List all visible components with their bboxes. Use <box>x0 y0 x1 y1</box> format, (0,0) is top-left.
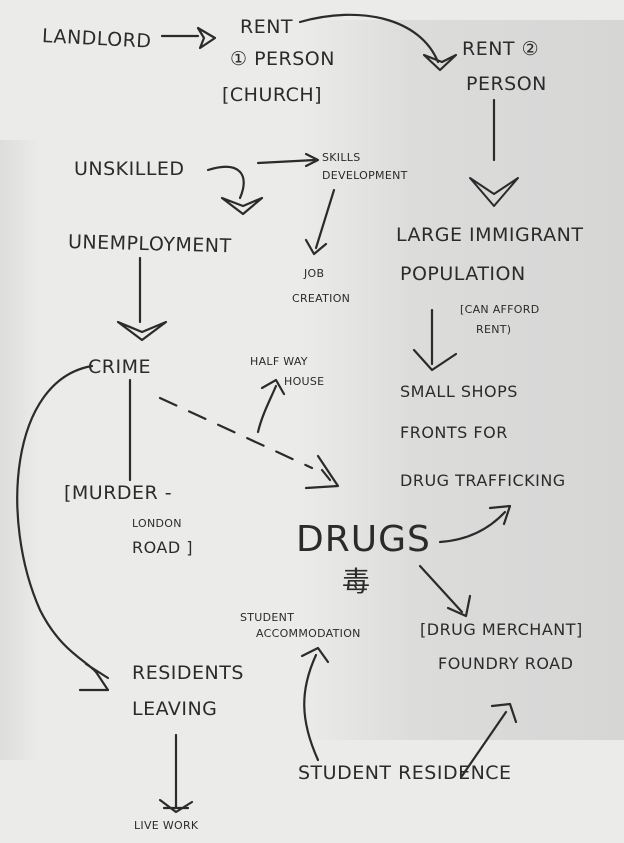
label-london: LONDON <box>132 517 182 530</box>
arrow-rent1-rent2 <box>298 13 440 64</box>
label-creation: CREATION <box>292 292 351 305</box>
arrowhead-unskilled-skills <box>304 152 320 168</box>
label-rent-2: RENT ② <box>462 38 540 60</box>
label-large-immigrant: LARGE IMMIGRANT <box>396 224 584 246</box>
arrow-unskilled-skills <box>256 158 317 165</box>
arrowhead-unskilled-unemployment <box>220 196 264 216</box>
arrowhead-crime-drugs <box>304 454 340 490</box>
label-person-1: ① PERSON <box>230 48 335 70</box>
arrowhead-residence-foundry <box>490 702 518 724</box>
arrowhead-drugs-merchant <box>446 594 472 618</box>
arrowhead-unemployment-crime <box>116 320 168 342</box>
label-road: ROAD ] <box>132 538 194 557</box>
label-drug-trafficking: DRUG TRAFFICKING <box>400 471 566 490</box>
arrow-drugs-merchant <box>418 564 464 614</box>
label-unemployment: UNEMPLOYMENT <box>67 231 232 258</box>
arrow-unskilled-unemployment <box>206 165 245 200</box>
label-murder: [MURDER - <box>64 482 173 504</box>
label-house: HOUSE <box>284 375 325 388</box>
label-rent-1: RENT <box>240 16 294 38</box>
label-person-2: PERSON <box>466 73 547 95</box>
label-fronts-for: FRONTS FOR <box>400 423 508 442</box>
label-can-afford: [CAN AFFORD <box>460 303 540 316</box>
label-population: POPULATION <box>400 263 526 285</box>
paper-shadow-left <box>0 140 40 760</box>
arrow-skills-job <box>314 188 336 250</box>
label-residents: RESIDENTS <box>132 662 244 684</box>
arrowhead-crime-residents <box>78 662 110 692</box>
arrowhead-rent1-rent2 <box>422 53 458 72</box>
label-halfway: HALF WAY <box>250 355 308 368</box>
paper-shadow <box>300 20 624 740</box>
label-accommodation: ACCOMMODATION <box>256 627 361 640</box>
label-student-residence: STUDENT RESIDENCE <box>298 762 512 784</box>
arrowhead-drugs-trafficking <box>488 504 512 526</box>
label-crime: CRIME <box>88 356 151 378</box>
label-job: JOB <box>304 267 325 280</box>
label-drugs: DRUGS <box>296 519 431 560</box>
label-church: [CHURCH] <box>222 84 323 106</box>
arrow-residence-foundry <box>460 710 508 778</box>
arrowhead-landlord-rent <box>196 26 217 50</box>
label-live-work: LIVE WORK <box>134 819 199 832</box>
arrowhead-skills-job <box>304 238 328 256</box>
chinese-character-poison: 毒 <box>342 565 371 598</box>
arrow-drugs-trafficking <box>438 510 507 544</box>
label-student: STUDENT <box>240 611 295 624</box>
arrowhead-halfway <box>260 378 286 396</box>
arrow-to-halfway <box>256 384 278 434</box>
dashed-crime-drugs <box>158 396 314 470</box>
arrowhead-population-shops <box>412 348 458 372</box>
arrowhead-residents-livework <box>158 798 194 814</box>
label-skills: SKILLS <box>322 151 361 164</box>
label-drug-merchant: [DRUG MERCHANT] <box>420 620 583 639</box>
arrowhead-person2-immigrant <box>469 177 519 207</box>
label-foundry-road: FOUNDRY ROAD <box>438 654 574 673</box>
arrow-residence-accommodation <box>303 653 320 762</box>
arrowhead-residence-accommodation <box>300 646 330 664</box>
label-small-shops: SMALL SHOPS <box>400 382 518 401</box>
label-unskilled: UNSKILLED <box>74 158 185 180</box>
arrow-crime-residents <box>16 364 98 674</box>
label-leaving: LEAVING <box>132 698 218 720</box>
label-rent-paren: RENT) <box>476 323 512 336</box>
label-development: DEVELOPMENT <box>322 169 408 182</box>
